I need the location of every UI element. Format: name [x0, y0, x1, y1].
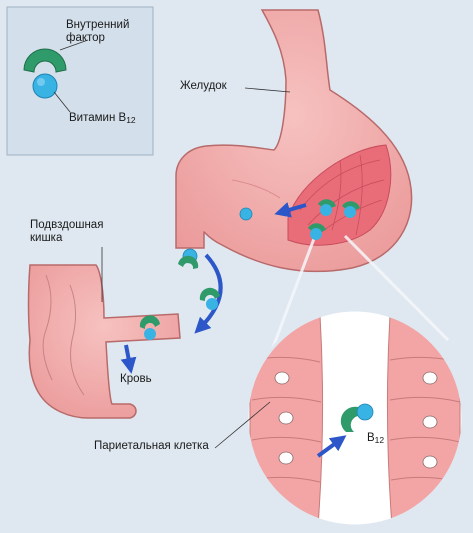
ileum	[27, 264, 181, 419]
arrow-in-stomach	[274, 202, 307, 218]
arrow-to-ileum	[194, 253, 223, 334]
complex-parietal-cell	[340, 403, 374, 432]
arrow-to-blood	[120, 344, 137, 374]
leader-lines	[101, 87, 291, 449]
complex-stomach-3	[308, 223, 326, 240]
arrow-from-cell	[316, 435, 347, 458]
legend-b12-leader	[53, 91, 71, 113]
complex-duodenum	[178, 255, 199, 269]
legend-intrinsic-factor-icon	[23, 48, 67, 73]
complex-transit	[199, 287, 220, 310]
blood-label: Кровь	[120, 373, 152, 385]
legend-if-leader	[59, 39, 89, 51]
magnified-view	[245, 308, 465, 528]
legend-box	[6, 6, 154, 156]
complex-stomach-2	[342, 201, 360, 218]
legend-vitamin-b12-label: Витамин B12	[69, 112, 136, 125]
legend-vitamin-b12-icon	[32, 73, 58, 99]
complex-ileum	[139, 315, 160, 340]
stomach-label: Желудок	[180, 80, 227, 92]
b12-label: B12	[367, 432, 385, 445]
parietal-cell-label: Париетальная клетка	[94, 440, 209, 452]
flow-arrows	[120, 202, 347, 458]
complex-stomach-1	[318, 199, 336, 216]
molecules	[139, 199, 374, 432]
vitamin-b12-stomach-1	[239, 207, 253, 221]
stomach	[175, 9, 413, 273]
cell-nuclei	[274, 371, 438, 469]
